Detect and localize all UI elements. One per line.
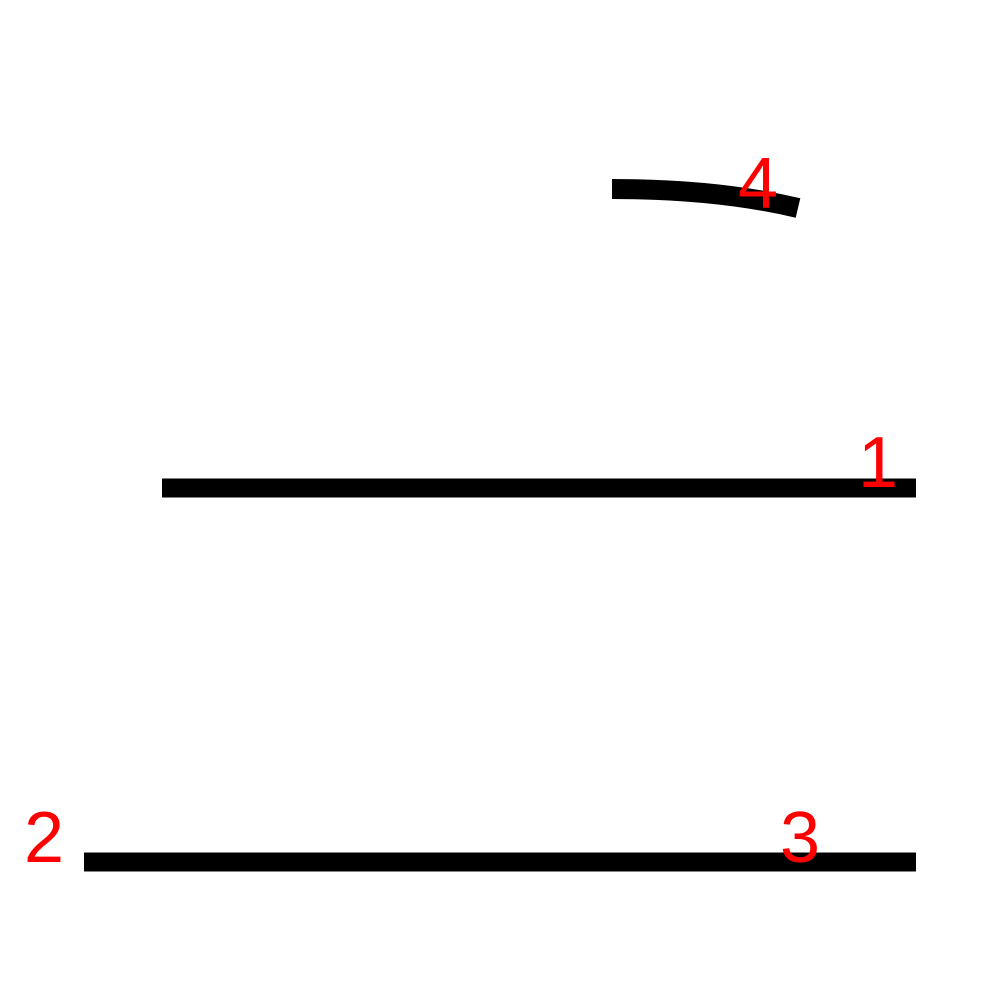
stroke-label-4: 4 xyxy=(738,144,778,224)
stroke-label-3: 3 xyxy=(780,798,820,878)
stroke-4-line xyxy=(611,179,801,218)
stroke-label-1: 1 xyxy=(858,423,898,503)
stroke-label-2: 2 xyxy=(24,798,64,878)
